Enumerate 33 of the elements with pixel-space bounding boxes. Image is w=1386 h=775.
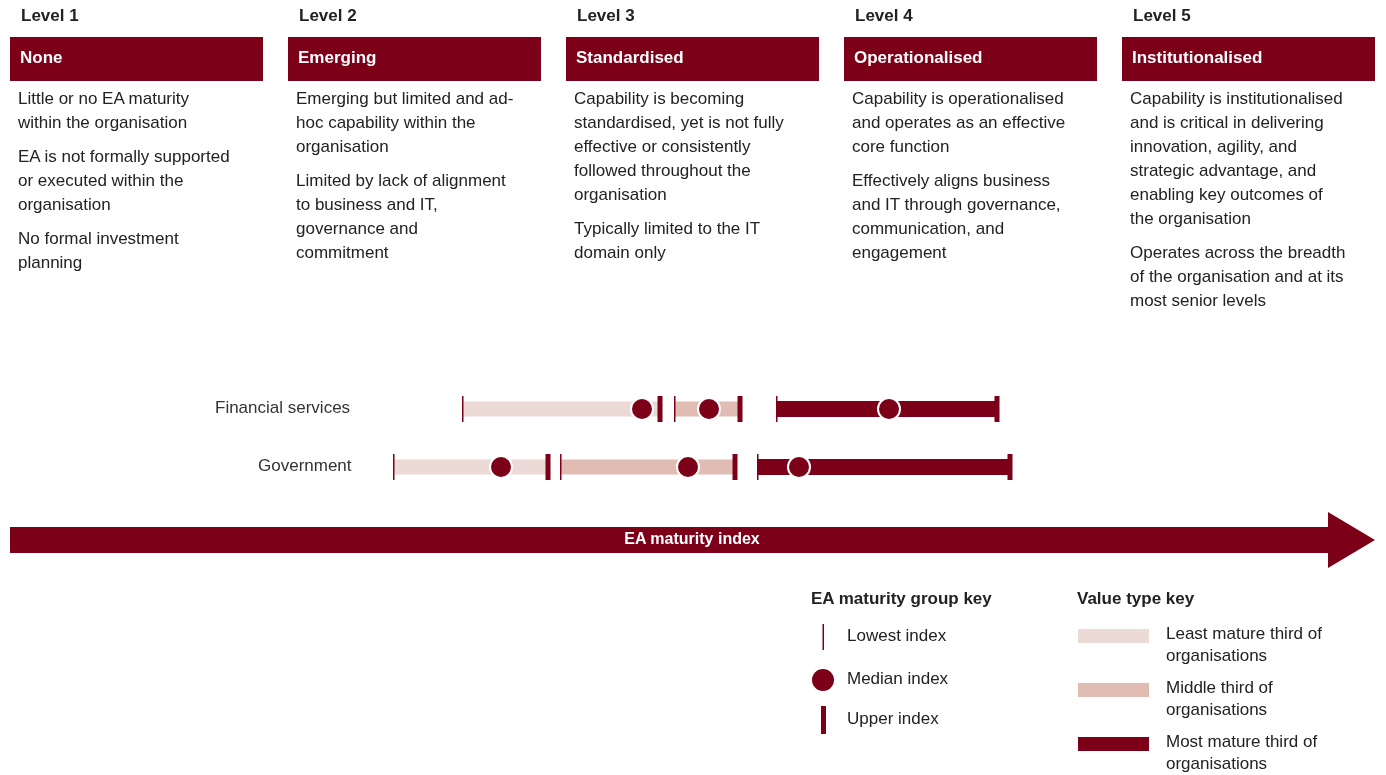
legend-text: Least mature third of organisations xyxy=(1166,623,1323,667)
level-description: Little or no EA maturity within the organisation xyxy=(18,88,191,134)
arrow-label: EA maturity index xyxy=(623,530,761,548)
level-header: Emerging xyxy=(288,37,541,81)
legend-heading: EA maturity group key xyxy=(811,589,992,609)
level-description: Operates across the breadth of the organisation and at its most senior levels xyxy=(1130,242,1347,312)
legend-text: Most mature third of organisations xyxy=(1166,731,1319,775)
legend-heading: Value type key xyxy=(1077,589,1195,609)
level-description: Capability is institutionalised and is critical in delivering innovation, agility, and strategic advantage, and enabling key outcomes of the organisation xyxy=(1130,88,1344,230)
level-description: Limited by lack of alignment to business and IT, governance and commitment xyxy=(296,170,507,264)
level-description: Capability is operationalised and operates as an effective core function xyxy=(852,88,1067,158)
level-label: Level 1 xyxy=(21,6,79,26)
level-description: Emerging but limited and ad-hoc capability within the organisation xyxy=(296,88,514,158)
legend-text: Middle third of organisations xyxy=(1166,677,1274,721)
legend-text: Upper index xyxy=(847,709,939,729)
level-description: Capability is becoming standardised, yet is not fully effective or consistently followed throughout the organisation xyxy=(574,88,785,206)
legend-text: Lowest index xyxy=(847,626,947,646)
level-label: Level 5 xyxy=(1133,6,1191,26)
level-header: Standardised xyxy=(566,37,819,81)
level-description: No formal investment planning xyxy=(18,228,180,274)
maturity-arrow xyxy=(10,512,1375,568)
level-label: Level 4 xyxy=(855,6,913,26)
level-description: Effectively aligns business and IT through governance, communication, and engagement xyxy=(852,170,1062,264)
level-header: Institutionalised xyxy=(1122,37,1375,81)
level-label: Level 3 xyxy=(577,6,635,26)
level-header: Operationalised xyxy=(844,37,1097,81)
legend-text: Median index xyxy=(847,669,949,689)
row-label: Government xyxy=(258,456,352,476)
level-label: Level 2 xyxy=(299,6,357,26)
row-label: Financial services xyxy=(215,398,351,418)
level-description: Typically limited to the IT domain only xyxy=(574,218,761,264)
level-header: None xyxy=(10,37,263,81)
level-description: EA is not formally supported or executed within the organisation xyxy=(18,146,231,216)
